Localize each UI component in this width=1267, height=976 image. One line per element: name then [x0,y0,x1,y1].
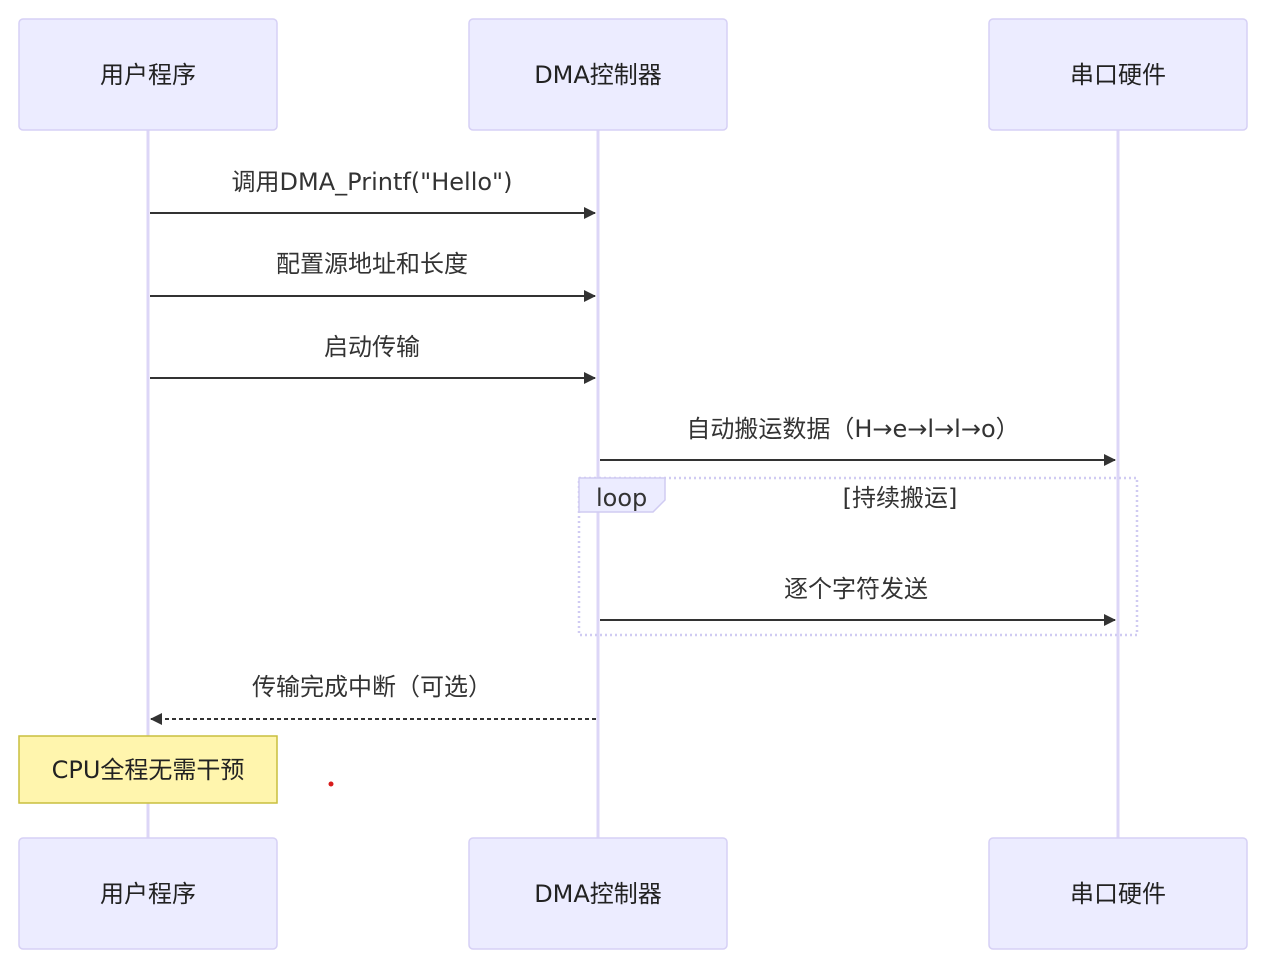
actor-user-program-bottom: 用户程序 [18,837,278,950]
loop-keyword: loop [596,484,647,512]
message-label: 配置源地址和长度 [276,250,468,278]
loop-condition: [持续搬运] [843,484,958,512]
actor-label: 用户程序 [100,61,196,89]
message-label: 调用DMA_Printf("Hello") [232,168,513,196]
actor-label: 串口硬件 [1070,61,1166,89]
actor-uart-hardware-top: 串口硬件 [988,18,1248,131]
actor-label: 串口硬件 [1070,880,1166,908]
message-label: 传输完成中断（可选） [252,673,492,701]
message-label: 启动传输 [324,333,420,361]
actor-label: 用户程序 [100,880,196,908]
actor-dma-controller-top: DMA控制器 [468,18,728,131]
note-text: CPU全程无需干预 [52,756,245,784]
loop-tag [578,477,666,513]
loop-frame: loop [持续搬运] [577,476,1139,637]
actor-uart-hardware-bottom: 串口硬件 [988,837,1248,950]
note: CPU全程无需干预 [18,735,278,804]
message-label: 自动搬运数据（H→e→l→l→o） [686,415,1019,443]
actor-user-program-top: 用户程序 [18,18,278,131]
actor-label: DMA控制器 [534,61,662,89]
red-dot [328,781,334,787]
actor-dma-controller-bottom: DMA控制器 [468,837,728,950]
message-label: 逐个字符发送 [784,575,928,603]
actor-label: DMA控制器 [534,880,662,908]
